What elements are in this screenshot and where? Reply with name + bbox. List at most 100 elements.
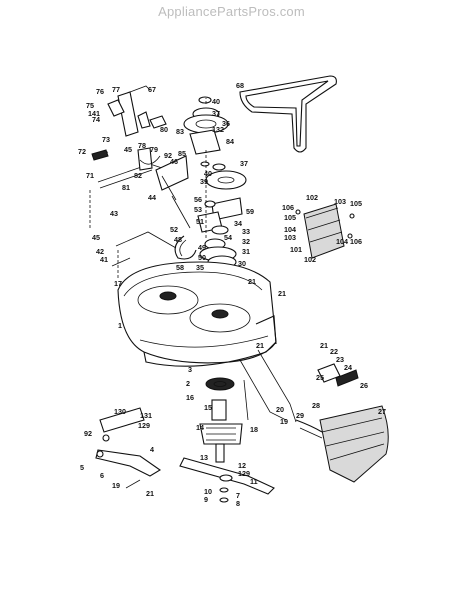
callout-17: 17: [114, 279, 122, 288]
callout-2: 2: [186, 379, 190, 388]
callout-68: 68: [236, 81, 244, 90]
callout-84: 84: [226, 137, 234, 146]
callout-104-left: 104: [284, 225, 296, 234]
callout-130: 130: [114, 407, 126, 416]
front-hanger-bracket: [95, 407, 162, 489]
callout-34: 34: [234, 219, 242, 228]
callout-92: 92: [164, 151, 172, 160]
callout-24: 24: [344, 363, 352, 372]
callout-31: 31: [242, 247, 250, 256]
callout-22: 22: [330, 347, 338, 356]
callout-132: 132: [212, 125, 224, 134]
callout-37-top: 37: [212, 109, 220, 118]
callout-72: 72: [78, 147, 86, 156]
callout-25: 25: [316, 373, 324, 382]
callout-73: 73: [102, 135, 110, 144]
callout-54: 54: [224, 233, 232, 242]
callout-52: 52: [170, 225, 178, 234]
callout-41: 41: [100, 255, 108, 264]
callout-3: 3: [188, 365, 192, 374]
callout-77: 77: [112, 85, 120, 94]
callout-11: 11: [250, 477, 258, 486]
callout-48: 48: [174, 235, 182, 244]
callout-1: 1: [118, 321, 122, 330]
mower-deck-housing: [117, 261, 277, 367]
callout-21-e: 21: [146, 489, 154, 498]
mower-blade-part: [179, 457, 275, 503]
callout-6: 6: [100, 471, 104, 480]
callout-85: 85: [178, 149, 186, 158]
callout-23: 23: [336, 355, 344, 364]
callout-19-upper: 19: [280, 417, 288, 426]
callout-4: 4: [150, 445, 154, 454]
callout-21-a: 21: [248, 277, 256, 286]
callout-7: 7: [236, 491, 240, 500]
leader-lines: [111, 231, 297, 423]
callout-46: 46: [170, 157, 178, 166]
callout-30: 30: [238, 259, 246, 268]
callout-9: 9: [204, 495, 208, 504]
callout-75: 75: [86, 101, 94, 110]
callout-49: 49: [198, 243, 206, 252]
callout-83: 83: [176, 127, 184, 136]
callout-44: 44: [148, 193, 156, 202]
callout-21-c: 21: [256, 341, 264, 350]
callout-58: 58: [176, 263, 184, 272]
callout-5: 5: [80, 463, 84, 472]
deck-belt-part: [239, 75, 337, 153]
callout-39: 39: [200, 177, 208, 186]
callout-74: 74: [92, 115, 100, 124]
callout-82: 82: [134, 171, 142, 180]
callout-37-mid: 37: [240, 159, 248, 168]
callout-15: 15: [204, 403, 212, 412]
callout-105-left: 105: [284, 213, 296, 222]
callout-13: 13: [200, 453, 208, 462]
callout-18: 18: [250, 425, 258, 434]
callout-8: 8: [236, 499, 240, 508]
callout-32: 32: [242, 237, 250, 246]
callout-80: 80: [160, 125, 168, 134]
callout-40-top: 40: [212, 97, 220, 106]
callout-40-mid: 40: [204, 169, 212, 178]
lift-linkage-parts: [89, 85, 189, 230]
callout-10: 10: [204, 487, 212, 496]
callout-16: 16: [186, 393, 194, 402]
callout-141: 141: [88, 109, 100, 118]
callout-106-left: 106: [282, 203, 294, 212]
callout-78: 78: [138, 141, 146, 150]
callout-105-right: 105: [350, 199, 362, 208]
callout-43: 43: [110, 209, 118, 218]
callout-53: 53: [194, 205, 202, 214]
callout-45-lower: 45: [92, 233, 100, 242]
callout-26: 26: [360, 381, 368, 390]
callout-102-bottom: 102: [304, 255, 316, 264]
callout-14: 14: [196, 423, 204, 432]
callout-71: 71: [86, 171, 94, 180]
callout-35: 35: [196, 263, 204, 272]
blade-spindle-assembly: [199, 377, 243, 463]
watermark-text: AppliancePartsPros.com: [158, 4, 305, 19]
callout-33: 33: [242, 227, 250, 236]
callout-27: 27: [378, 407, 386, 416]
idler-pulley-stack: [161, 96, 247, 269]
callout-104-right: 104: [336, 237, 348, 246]
callout-59: 59: [246, 207, 254, 216]
callout-67: 67: [148, 85, 156, 94]
callout-21-b: 21: [278, 289, 286, 298]
callout-45: 45: [124, 145, 132, 154]
callout-76: 76: [96, 87, 104, 96]
callout-92-lower: 92: [84, 429, 92, 438]
callout-79: 79: [150, 145, 158, 154]
callout-106-right: 106: [350, 237, 362, 246]
callout-12: 12: [238, 461, 246, 470]
callout-129-right: 129: [238, 469, 250, 478]
discharge-chute-part: [295, 363, 389, 483]
callout-102-top: 102: [306, 193, 318, 202]
deck-guard-part: [295, 203, 355, 259]
callout-56: 56: [194, 195, 202, 204]
callout-28: 28: [312, 401, 320, 410]
callout-129-left: 129: [138, 421, 150, 430]
callout-101: 101: [290, 245, 302, 254]
callout-21-d: 21: [320, 341, 328, 350]
